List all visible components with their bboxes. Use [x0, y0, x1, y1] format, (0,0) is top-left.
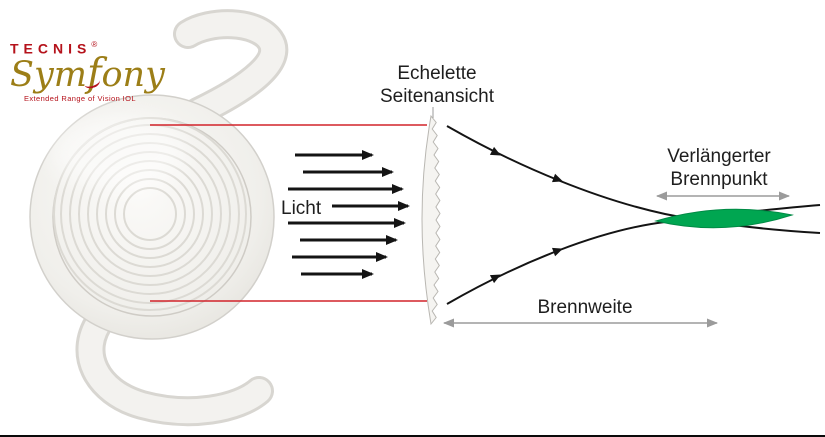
logo-brand-line: TECNIS® [10, 40, 200, 58]
extended-focus-label-line2: Brennpunkt [670, 169, 768, 190]
focal-length-label: Brennweite [537, 297, 633, 318]
ray-arrowhead [552, 173, 563, 183]
light-label: Licht [281, 198, 322, 219]
ray-bottom [446, 204, 821, 305]
extended-focus-zone [654, 208, 794, 229]
logo-product-suffix: ony [101, 55, 165, 96]
profile-label-line1: Echelette [397, 63, 477, 84]
haptic-bottom [78, 306, 271, 424]
logo-product-name: Symfony [10, 54, 200, 96]
extended-focus-label: Verlängerter Brennpunkt [648, 145, 790, 191]
ray-arrowhead [489, 146, 501, 156]
red-guide-lines [150, 124, 427, 302]
haptic-top [176, 12, 286, 124]
logo-brand-text: TECNIS [10, 40, 92, 57]
ray-arrowhead [552, 247, 563, 257]
ray-top [446, 125, 821, 234]
logo-product-f: f [86, 51, 102, 97]
profile-label-line2: Seitenansicht [379, 86, 495, 107]
logo-product-prefix: Sym [10, 55, 87, 96]
converging-rays [446, 125, 821, 305]
tecnis-symfony-logo: TECNIS® Symfony Extended Range of Vision… [10, 40, 200, 103]
profile-label: Echelette Seitenansicht [358, 62, 516, 108]
lens-profile-side-view [421, 114, 441, 326]
light-arrows [288, 150, 410, 279]
ray-arrowhead [489, 274, 501, 284]
echelette-rings [53, 117, 247, 311]
measurement-arrows [443, 191, 790, 328]
extended-focus-label-line1: Verlängerter [667, 146, 771, 167]
bottom-border [0, 435, 825, 437]
lens-highlight [50, 114, 186, 190]
registered-mark: ® [91, 40, 98, 49]
iol-lens-render [29, 9, 289, 427]
logo-tagline: Extended Range of Vision IOL [24, 94, 136, 104]
